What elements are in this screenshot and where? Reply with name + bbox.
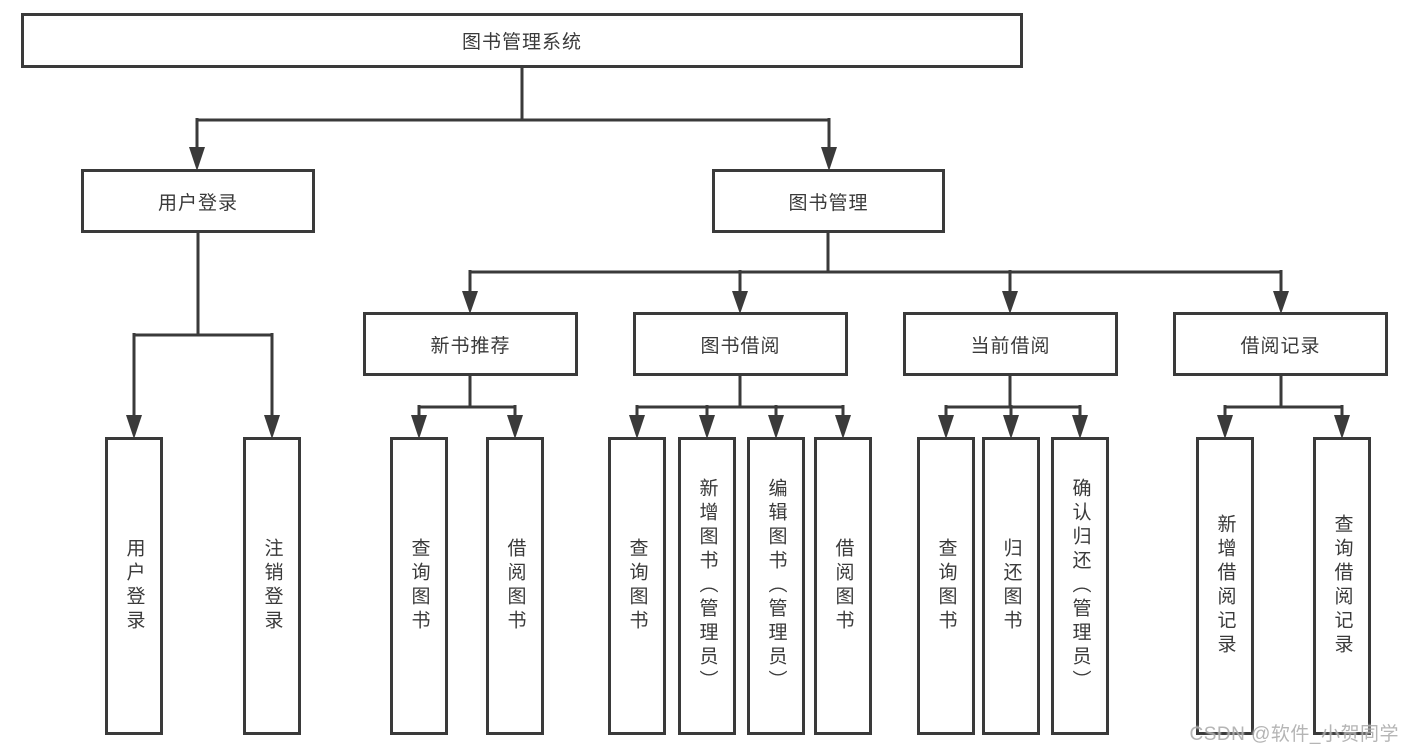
leaf-add-borrow-record-label: 新增借阅记录 <box>1214 514 1236 658</box>
leaf-borrow-books-recommend-label: 借阅图书 <box>504 538 526 634</box>
leaf-query-books-borrowing-label: 查询图书 <box>626 538 648 634</box>
leaf-edit-books-admin-label: 编辑图书（管理员） <box>765 478 787 694</box>
leaf-query-borrow-record-label: 查询借阅记录 <box>1331 514 1353 658</box>
node-current-borrowing-label: 当前借阅 <box>970 335 1051 357</box>
leaf-return-books-label: 归还图书 <box>1000 538 1022 634</box>
leaf-add-borrow-record: 新增借阅记录 <box>1196 437 1254 735</box>
node-new-book-recommend-label: 新书推荐 <box>430 335 511 357</box>
leaf-borrow-books-recommend: 借阅图书 <box>486 437 544 735</box>
csdn-watermark: CSDN @软件_小贺同学 <box>1189 724 1399 745</box>
node-book-management: 图书管理 <box>712 169 945 233</box>
leaf-return-books: 归还图书 <box>982 437 1040 735</box>
leaf-confirm-return-admin-label: 确认归还（管理员） <box>1069 478 1091 694</box>
leaf-logout: 注销登录 <box>243 437 301 735</box>
leaf-borrow-books-borrowing-label: 借阅图书 <box>832 538 854 634</box>
leaf-user-login: 用户登录 <box>105 437 163 735</box>
node-book-borrowing: 图书借阅 <box>633 312 848 376</box>
node-current-borrowing: 当前借阅 <box>903 312 1118 376</box>
node-book-borrowing-label: 图书借阅 <box>700 335 781 357</box>
node-user-login: 用户登录 <box>81 169 315 233</box>
leaf-add-books-admin-label: 新增图书（管理员） <box>696 478 718 694</box>
node-user-login-label: 用户登录 <box>157 192 238 214</box>
leaf-edit-books-admin: 编辑图书（管理员） <box>747 437 805 735</box>
leaf-query-books-recommend: 查询图书 <box>390 437 448 735</box>
node-new-book-recommend: 新书推荐 <box>363 312 578 376</box>
node-root-label: 图书管理系统 <box>461 32 582 53</box>
node-book-management-label: 图书管理 <box>788 192 869 214</box>
node-borrowing-records: 借阅记录 <box>1173 312 1388 376</box>
leaf-query-books-borrowing: 查询图书 <box>608 437 666 735</box>
node-borrowing-records-label: 借阅记录 <box>1240 335 1321 357</box>
leaf-query-borrow-record: 查询借阅记录 <box>1313 437 1371 735</box>
leaf-confirm-return-admin: 确认归还（管理员） <box>1051 437 1109 735</box>
leaf-borrow-books-borrowing: 借阅图书 <box>814 437 872 735</box>
leaf-query-books-current-label: 查询图书 <box>935 538 957 634</box>
node-root-system: 图书管理系统 <box>21 13 1023 68</box>
leaf-query-books-recommend-label: 查询图书 <box>408 538 430 634</box>
leaf-add-books-admin: 新增图书（管理员） <box>678 437 736 735</box>
leaf-user-login-label: 用户登录 <box>123 538 145 634</box>
leaf-logout-label: 注销登录 <box>261 538 283 634</box>
leaf-query-books-current: 查询图书 <box>917 437 975 735</box>
